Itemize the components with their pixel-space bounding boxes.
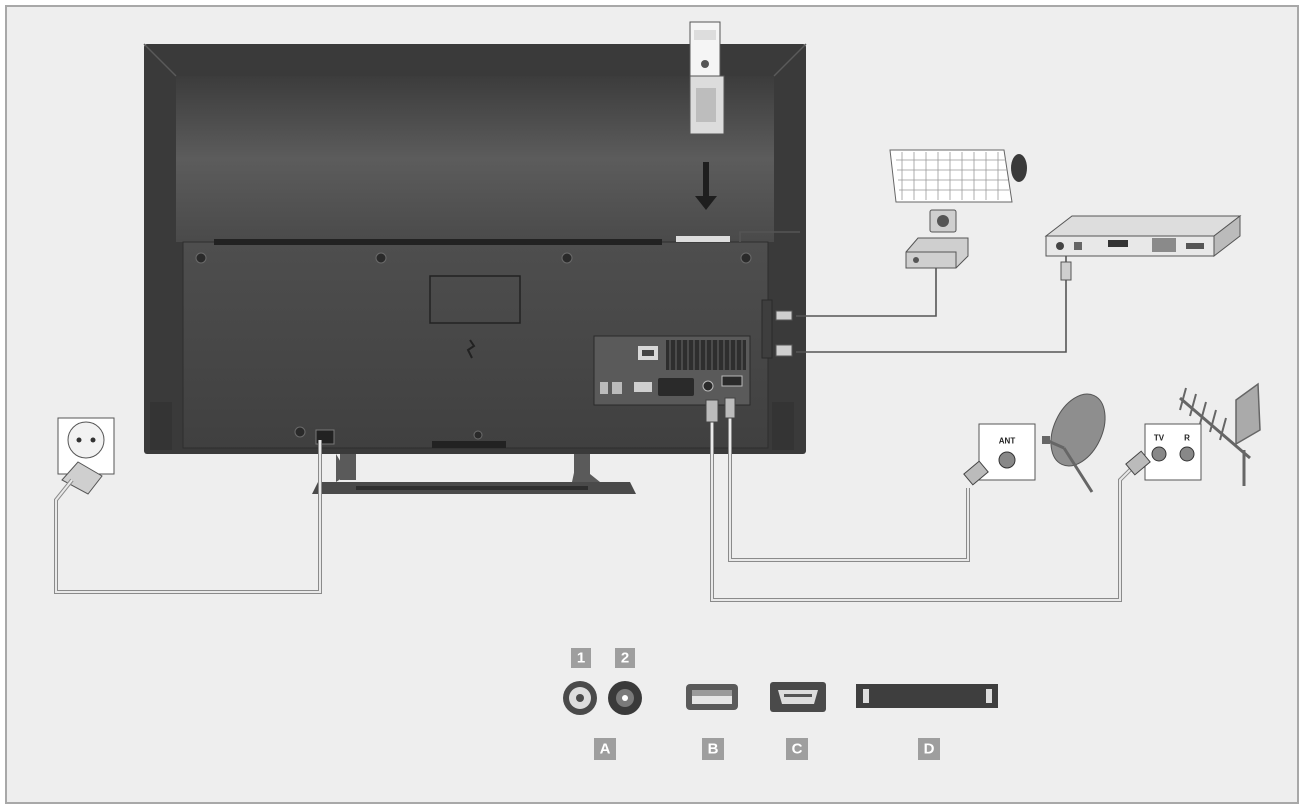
usb-mouse xyxy=(1011,154,1027,182)
legend-tuner-1-box xyxy=(571,648,591,668)
antenna-plate-label-r: R xyxy=(1184,434,1190,443)
connector-legend: 1 2 A B xyxy=(563,648,998,760)
tv-back-panel xyxy=(176,76,774,242)
satellite-plate-label: ANT xyxy=(999,437,1016,446)
legend-c-box xyxy=(786,738,808,760)
legend-tuner-2-box xyxy=(615,648,635,668)
antenna-wall-plate: TV R xyxy=(1144,423,1202,481)
antenna-plate-label-tv: TV xyxy=(1154,434,1165,443)
usb-keyboard xyxy=(889,149,1013,203)
satellite-dish-icon xyxy=(1042,393,1106,493)
tv-label-plate xyxy=(429,275,521,324)
legend-b-box xyxy=(702,738,724,760)
insert-arrow-icon xyxy=(695,162,717,210)
usb-port-icon xyxy=(686,684,738,710)
legend-d: D xyxy=(924,741,935,758)
tv-vent-strip xyxy=(214,236,730,448)
legend-c: C xyxy=(792,741,803,758)
legend-a-box xyxy=(594,738,616,760)
legend-a: A xyxy=(600,741,611,758)
terrestrial-antenna-icon xyxy=(1179,382,1261,486)
tv-kensington-icon xyxy=(466,339,476,359)
ci-slot-icon xyxy=(856,684,998,708)
satellite-wall-plate: ANT xyxy=(978,423,1036,481)
usb-camera xyxy=(929,209,957,233)
tv-stand xyxy=(312,454,636,494)
wall-power-socket xyxy=(57,417,115,495)
rf-input-2-icon xyxy=(608,681,642,715)
set-top-box xyxy=(1044,214,1242,258)
legend-d-box xyxy=(918,738,940,760)
rf-input-1-icon xyxy=(563,681,597,715)
tv-screw-holes xyxy=(158,252,787,440)
usb-hard-drive xyxy=(905,237,969,269)
legend-tuner-1: 1 xyxy=(577,650,585,667)
legend-b: B xyxy=(708,741,719,758)
tv-connector-panel xyxy=(593,335,751,406)
hdmi-port-icon xyxy=(770,682,826,712)
legend-tuner-2: 2 xyxy=(621,650,629,667)
tv-side-ports xyxy=(761,299,793,359)
tv-rear-view xyxy=(143,43,807,454)
ci-module-card xyxy=(689,21,725,135)
